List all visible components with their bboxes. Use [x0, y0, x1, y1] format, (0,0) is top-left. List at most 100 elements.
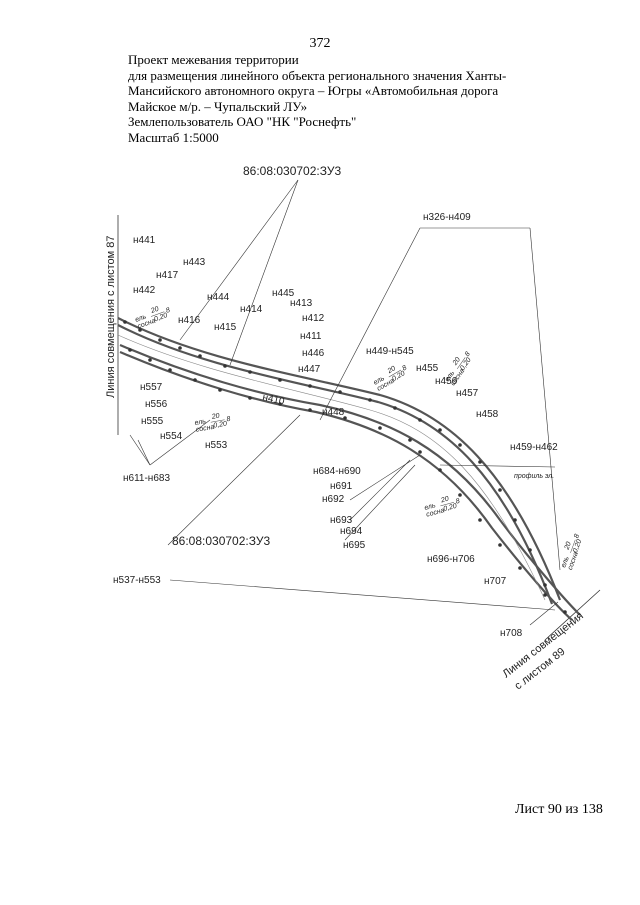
vertex-dot — [343, 416, 347, 420]
forest-note-text: 8 — [226, 416, 231, 424]
point-label-444: н444 — [207, 292, 230, 303]
vertex-dot — [308, 384, 312, 388]
vertex-dot — [368, 398, 372, 402]
road-inner-boundary — [119, 343, 581, 621]
forest-note-text: 0,20 — [153, 312, 168, 323]
vertex-dot — [458, 493, 462, 497]
point-label-326-409: н326-н409 — [423, 212, 471, 223]
forest-note-text: 8 — [464, 351, 472, 358]
point-label-414: н414 — [240, 304, 263, 315]
vertex-dot — [528, 548, 532, 552]
vertex-dot — [278, 378, 282, 382]
leader-lines — [129, 179, 561, 626]
document-header: Проект межевания территории для размещен… — [128, 52, 558, 145]
vertex-dot — [518, 566, 522, 570]
forest-note-text: сосна — [195, 424, 215, 434]
road-centerline — [117, 334, 546, 601]
point-label-412: н412 — [302, 313, 325, 324]
vertex-dot — [123, 320, 127, 324]
forest-note-text: ель — [560, 555, 571, 568]
forest-note-text: 8 — [455, 498, 461, 506]
point-label-417: н417 — [156, 270, 179, 281]
point-label-459-462: н459-н462 — [510, 442, 558, 453]
vertex-dot — [498, 488, 502, 492]
forest-note-text: 20 — [451, 356, 462, 367]
vertex-dot — [278, 402, 282, 406]
vertex-dot — [308, 408, 312, 412]
vertex-dot — [478, 460, 482, 464]
forest-note-text: ель — [373, 375, 387, 387]
header-line-4: Майское м/р. – Чупальский ЛУ» — [128, 98, 308, 114]
vertex-dot — [248, 370, 252, 374]
vertex-dot — [158, 338, 162, 342]
point-label-442: н442 — [133, 285, 156, 296]
vertex-dot — [338, 390, 342, 394]
vertex-dot — [408, 438, 412, 442]
vertex-dot — [478, 518, 482, 522]
point-label-410: н410 — [261, 392, 285, 407]
point-label-455: н455 — [416, 363, 439, 374]
point-label-445: н445 — [272, 288, 295, 299]
vertex-dot — [393, 406, 397, 410]
point-label-449-545: н449-н545 — [366, 346, 414, 357]
point-label-557: н557 — [140, 382, 163, 393]
point-label-448: н448 — [322, 407, 345, 418]
point-label-456: н456 — [435, 376, 458, 387]
header-line-6: Масштаб 1:5000 — [128, 129, 219, 145]
forest-note-text: 20 — [439, 496, 449, 505]
road-outer-boundary — [117, 317, 562, 605]
vertex-dot — [223, 364, 227, 368]
vertex-dot — [198, 354, 202, 358]
vertex-dot — [418, 418, 422, 422]
point-label-537-553: н537-н553 — [113, 575, 161, 586]
parcel-label-top: 86:08:030702:ЗУ3 — [243, 164, 341, 178]
vertex-dot — [138, 328, 142, 332]
point-label-553: н553 — [205, 440, 228, 451]
vertex-dot — [193, 378, 197, 382]
header-line-1: Проект межевания территории — [128, 52, 299, 67]
forest-note-text: ель — [134, 313, 147, 324]
forest-note-divider — [570, 539, 576, 554]
point-label-555: н555 — [141, 416, 164, 427]
point-label-415: н415 — [214, 322, 237, 333]
forest-note-divider — [456, 357, 466, 370]
sheet-number: Лист 90 из 138 — [515, 802, 603, 817]
forest-note-text: 0,20 — [572, 539, 583, 554]
point-label-556: н556 — [145, 399, 168, 410]
forest-note-text: 8 — [165, 307, 171, 315]
point-label-411: н411 — [300, 331, 322, 342]
forest-note-text: 0,20 — [443, 503, 458, 513]
point-label-691: н691 — [330, 481, 353, 492]
forest-note-divider — [388, 369, 402, 378]
vertex-dot — [563, 610, 567, 614]
vertex-dot — [418, 450, 422, 454]
vertex-dot — [438, 468, 442, 472]
point-label-693: н693 — [330, 515, 353, 526]
vertex-dot — [128, 348, 132, 352]
point-label-695: н695 — [343, 540, 366, 551]
point-label-707: н707 — [484, 576, 507, 587]
forest-note-text: сосна — [426, 507, 446, 519]
vertex-dot — [178, 346, 182, 350]
point-label-708: н708 — [500, 628, 523, 639]
point-label-413: н413 — [290, 298, 313, 309]
point-label-694: н694 — [340, 526, 363, 537]
forest-note-text: 8 — [573, 533, 581, 539]
page-number: 372 — [309, 36, 331, 51]
header-line-3: Мансийского автономного округа – Югры «А… — [128, 83, 499, 98]
forest-note-text: ель — [194, 418, 207, 427]
forest-note-text: 0,20 — [213, 420, 228, 429]
point-label-458: н458 — [476, 409, 499, 420]
vertex-dot — [168, 368, 172, 372]
boundary-vertices — [123, 320, 567, 614]
vertex-dot — [148, 358, 152, 362]
header-line-5: Землепользователь ОАО "НК "Роснефть" — [128, 114, 357, 129]
forest-note-text: 0,20 — [459, 357, 473, 372]
point-label-446: н446 — [302, 348, 325, 359]
